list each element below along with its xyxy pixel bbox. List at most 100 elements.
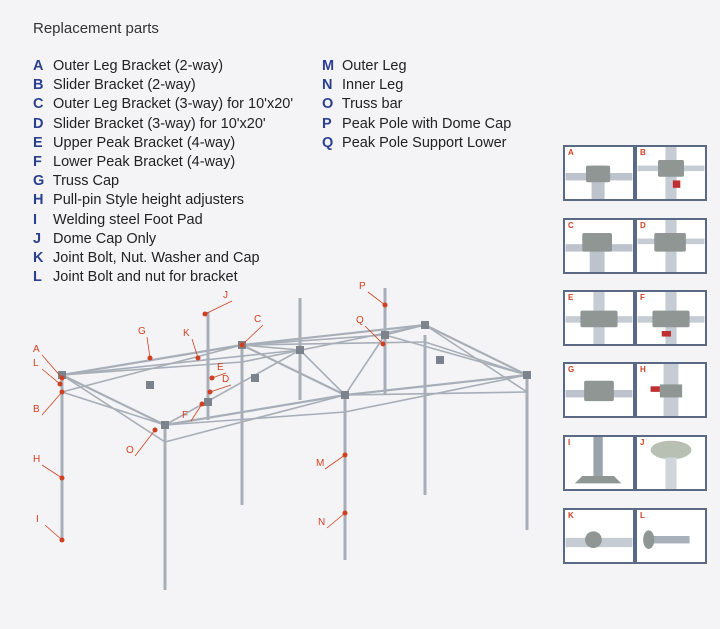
part-letter: A — [33, 58, 44, 74]
thumbnail-label: B — [640, 148, 646, 157]
roof-truss — [241, 334, 386, 346]
truss-bar — [241, 324, 426, 363]
part-letter: O — [322, 96, 334, 113]
roof-truss — [164, 349, 301, 426]
part-letter: C — [33, 96, 44, 113]
truss-bar — [241, 344, 346, 396]
callout-label-a: A — [33, 344, 40, 355]
callout-label-q: Q — [356, 315, 364, 326]
part-image — [565, 165, 633, 199]
callout-leader — [146, 336, 151, 359]
part-item-l: L Joint Bolt and nut for bracket — [33, 268, 293, 287]
callout-leader — [44, 524, 63, 541]
callout-leader — [324, 454, 346, 470]
part-letter: K — [33, 249, 44, 266]
frame-bracket — [251, 374, 259, 382]
part-letter: B — [33, 77, 44, 94]
truss-bar — [164, 394, 346, 443]
part-name: Peak Pole with Dome Cap — [338, 115, 512, 132]
part-item-k: K Joint Bolt, Nut. Washer and Cap — [33, 249, 293, 268]
part-item-f: F Lower Peak Bracket (4-way) — [33, 153, 293, 172]
callout-label-e: E — [217, 362, 224, 373]
part-letter: L — [33, 269, 42, 286]
part-name: Upper Peak Bracket (4-way) — [49, 134, 236, 151]
page-title: Replacement parts — [33, 20, 159, 37]
callout-label-d: D — [222, 374, 229, 385]
thumbnail-label: L — [640, 511, 645, 520]
part-name: Dome Cap Only — [49, 230, 157, 247]
roof-truss — [344, 334, 386, 396]
callout-leader — [204, 300, 233, 315]
callout-dot — [380, 341, 386, 347]
part-letter: N — [322, 77, 333, 94]
truss-bar — [241, 323, 426, 347]
callout-leader — [364, 325, 384, 345]
callout-label-b: B — [33, 404, 40, 415]
callout-leader — [326, 512, 346, 529]
callout-dot — [342, 510, 348, 516]
callout-dot — [207, 389, 213, 395]
frame-bracket — [341, 391, 349, 399]
part-image — [637, 292, 705, 344]
part-letter: F — [33, 153, 42, 170]
part-image — [565, 233, 633, 272]
part-item-q: Q Peak Pole Support Lower — [322, 134, 511, 153]
roof-truss — [61, 349, 301, 376]
callout-leader — [209, 384, 232, 393]
part-name: Welding steel Foot Pad — [49, 211, 203, 228]
callout-leader — [191, 338, 199, 359]
callout-dot — [342, 452, 348, 458]
callout-label-f: F — [182, 410, 188, 421]
part-item-n: N Inner Leg — [322, 76, 511, 95]
callout-label-l: L — [33, 358, 39, 369]
part-name: Outer Leg Bracket (2-way) — [49, 58, 224, 74]
callout-dot — [199, 401, 205, 407]
thumbnail-label: J — [640, 438, 645, 447]
callout-label-i: I — [36, 514, 39, 525]
part-image — [650, 364, 683, 416]
thumbnail-label: A — [568, 148, 574, 157]
callout-dot — [59, 537, 65, 543]
part-name: Pull-pin Style height adjusters — [49, 192, 245, 209]
part-name: Truss bar — [338, 96, 403, 113]
truss-bar — [61, 343, 243, 377]
thumbnail-b: B — [635, 145, 707, 201]
part-image — [565, 292, 633, 344]
frame-bracket — [421, 321, 429, 329]
callout-leader — [41, 354, 63, 379]
thumbnail-label: I — [568, 438, 571, 447]
callout-leader — [41, 368, 61, 385]
callout-dot — [382, 302, 388, 308]
thumbnail-e: E — [563, 290, 635, 346]
callout-label-k: K — [183, 328, 190, 339]
part-name: Joint Bolt, Nut. Washer and Cap — [49, 249, 260, 266]
frame-bracket — [523, 371, 531, 379]
callout-label-p: P — [359, 281, 366, 292]
part-image — [565, 531, 633, 549]
callout-dot — [59, 475, 65, 481]
callout-dot — [57, 381, 63, 387]
thumbnail-j: J — [635, 435, 707, 491]
callout-dot — [147, 355, 153, 361]
callout-dot — [195, 355, 201, 361]
roof-truss — [299, 349, 346, 396]
part-item-i: I Welding steel Foot Pad — [33, 211, 293, 230]
thumbnail-label: H — [640, 365, 646, 374]
callout-dot — [202, 311, 208, 317]
part-name: Slider Bracket (3-way) for 10'x20' — [49, 115, 266, 132]
parts-list-left: A Outer Leg Bracket (2-way) B Slider Brac… — [33, 57, 293, 287]
thumbnail-g: G — [563, 362, 635, 418]
truss-bar — [61, 344, 243, 393]
part-item-h: H Pull-pin Style height adjusters — [33, 191, 293, 210]
part-name: Inner Leg — [338, 77, 404, 94]
part-letter: P — [322, 115, 332, 132]
callout-dot — [239, 342, 245, 348]
part-image — [637, 220, 705, 272]
frame-bracket — [161, 421, 169, 429]
callout-label-n: N — [318, 517, 325, 528]
part-image — [637, 147, 705, 199]
part-name: Outer Leg — [338, 58, 407, 74]
part-letter: G — [33, 173, 45, 190]
